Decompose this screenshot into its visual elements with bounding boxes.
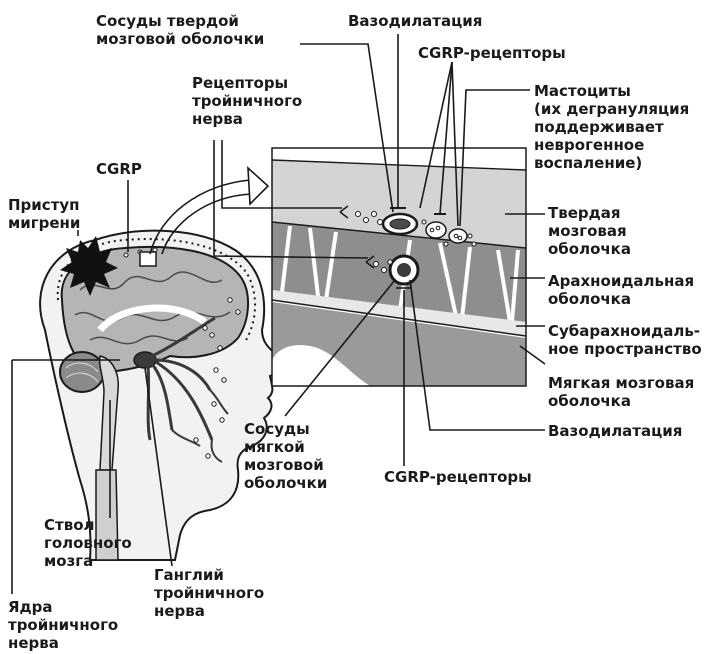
label-cgrp-receptors-top: CGRP-рецепторы xyxy=(418,44,566,62)
head-illustration xyxy=(40,231,284,560)
label-vasodilation-top: Вазодилатация xyxy=(348,12,482,30)
label-subarachnoid: Субарахноидаль-ное пространство xyxy=(548,322,702,358)
label-cgrp: CGRP xyxy=(96,160,142,178)
mast-cell-1 xyxy=(426,222,446,238)
label-vasodilation-bottom: Вазодилатация xyxy=(548,422,682,440)
label-cgrp-receptors-bottom: CGRP-рецепторы xyxy=(384,468,532,486)
zoom-origin-box xyxy=(140,252,156,266)
cross-section xyxy=(272,148,526,386)
